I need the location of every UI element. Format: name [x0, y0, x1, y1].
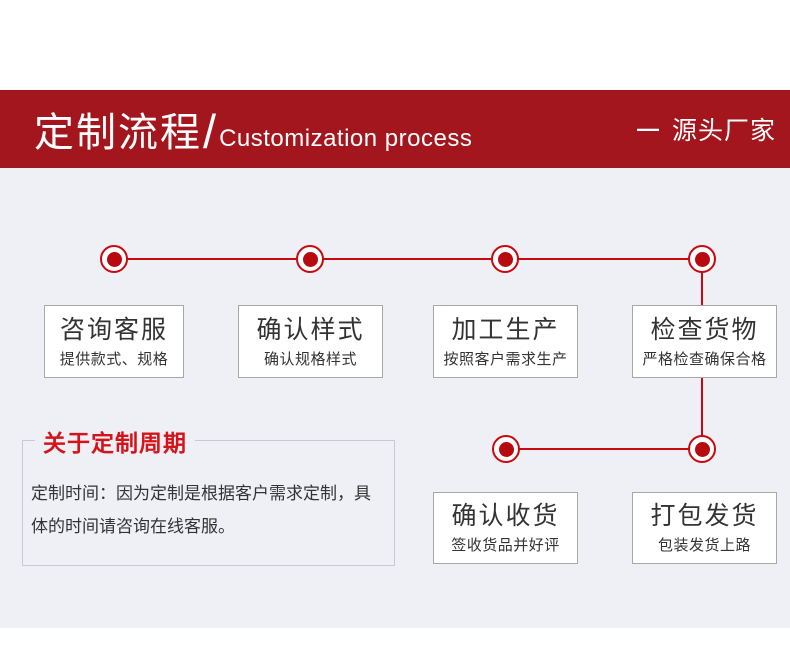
step-title: 加工生产 [451, 315, 560, 344]
step-subtitle: 严格检查确保合格 [642, 350, 767, 368]
flow-connector-row2 [506, 448, 702, 450]
step-subtitle: 签收货品并好评 [451, 537, 560, 554]
step-title: 确认样式 [256, 315, 365, 344]
step-box-receive: 确认收货 签收货品并好评 [433, 492, 578, 564]
step-box-confirm-style: 确认样式 确认规格样式 [238, 305, 383, 378]
banner-tagline-label: 源头厂家 [671, 117, 776, 145]
step-box-ship: 打包发货 包装发货上路 [632, 492, 777, 564]
step-title: 打包发货 [650, 502, 759, 530]
flow-node-dot-4 [688, 245, 716, 273]
banner-title: 定制流程 / Customization process [34, 100, 472, 158]
flow-node-dot-3 [491, 245, 519, 273]
step-title: 检查货物 [650, 315, 759, 344]
step-box-production: 加工生产 按照客户需求生产 [433, 305, 578, 378]
step-title: 确认收货 [451, 502, 560, 530]
flow-node-dot-6 [688, 435, 716, 463]
step-subtitle: 包装发货上路 [657, 537, 751, 554]
flow-connector-row1 [114, 258, 702, 260]
step-subtitle: 提供款式、规格 [59, 350, 169, 368]
step-box-inspect: 检查货物 严格检查确保合格 [632, 305, 777, 378]
step-subtitle: 按照客户需求生产 [443, 350, 568, 368]
banner-title-en: Customization process [219, 125, 473, 152]
custom-cycle-note: 关于定制周期 定制时间：因为定制是根据客户需求定制，具体的时间请咨询在线客服。 [22, 424, 395, 566]
banner-slash: / [203, 105, 217, 158]
step-title: 咨询客服 [59, 315, 168, 344]
flow-node-dot-inner [694, 441, 710, 457]
note-title: 关于定制周期 [35, 424, 195, 458]
step-box-consult: 咨询客服 提供款式、规格 [44, 305, 184, 378]
banner-title-zh: 定制流程 [34, 111, 202, 155]
flow-node-dot-inner [302, 251, 318, 267]
banner-dash: — [636, 116, 660, 141]
step-subtitle: 确认规格样式 [263, 350, 357, 368]
flow-node-dot-inner [497, 251, 513, 267]
flowchart-area: 咨询客服 提供款式、规格 确认样式 确认规格样式 加工生产 按照客户需求生产 检… [0, 168, 790, 628]
flow-node-dot-2 [296, 245, 324, 273]
flow-node-dot-inner [498, 441, 514, 457]
flow-node-dot-5 [492, 435, 520, 463]
note-body: 定制时间：因为定制是根据客户需求定制，具体的时间请咨询在线客服。 [31, 484, 371, 536]
flow-node-dot-1 [100, 245, 128, 273]
banner-tagline: — 源头厂家 [637, 111, 776, 147]
flow-node-dot-inner [106, 251, 122, 267]
section-banner: 定制流程 / Customization process — 源头厂家 [0, 90, 790, 168]
flow-node-dot-inner [694, 251, 710, 267]
